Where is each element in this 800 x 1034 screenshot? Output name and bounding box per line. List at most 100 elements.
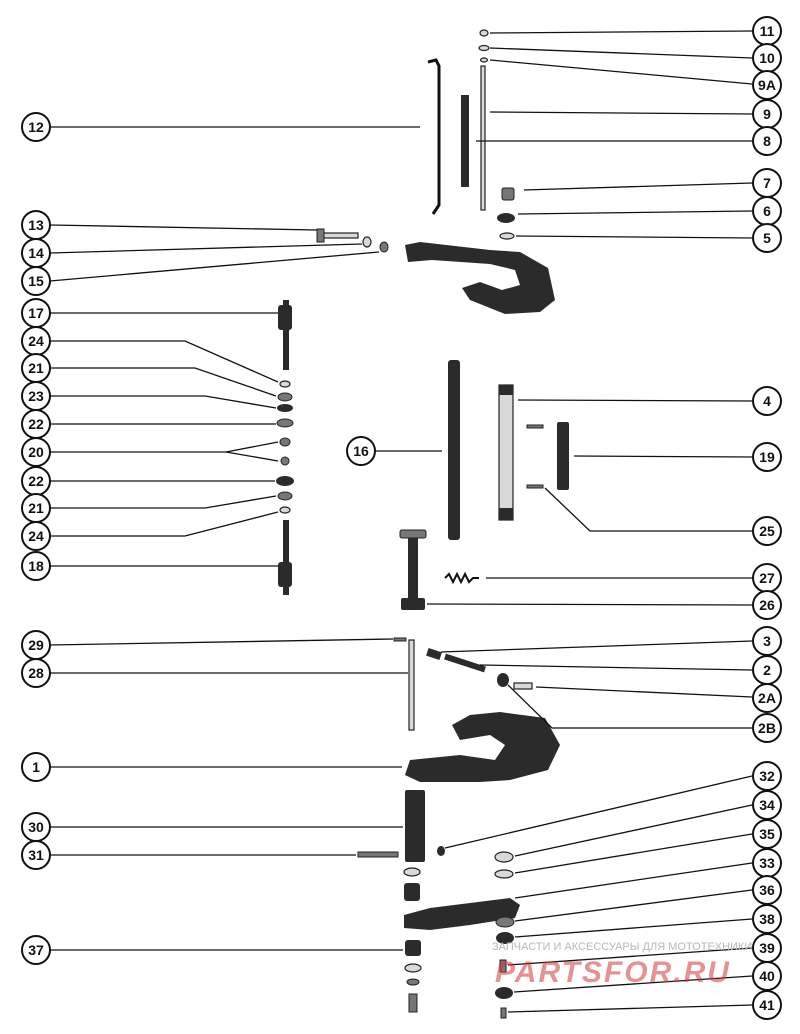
callout-31[interactable]: 31	[21, 840, 51, 870]
svg-text:1: 1	[32, 759, 40, 775]
part-rod-17-end	[278, 305, 292, 330]
svg-text:38: 38	[759, 911, 775, 927]
svg-text:14: 14	[28, 245, 44, 261]
callout-21-lower[interactable]: 21	[21, 493, 51, 523]
callout-16[interactable]: 16	[346, 436, 376, 466]
callout-22-lower[interactable]: 22	[21, 466, 51, 496]
callout-24-lower[interactable]: 24	[21, 521, 51, 551]
svg-text:39: 39	[759, 940, 775, 956]
svg-text:4: 4	[763, 393, 771, 409]
svg-text:23: 23	[28, 388, 44, 404]
callout-2[interactable]: 2	[752, 655, 782, 685]
callout-15[interactable]: 15	[21, 266, 51, 296]
part-spindle-26	[408, 538, 418, 600]
svg-text:7: 7	[763, 175, 771, 191]
part-bent-rod-12	[427, 58, 441, 215]
callout-8[interactable]: 8	[752, 126, 782, 156]
part-bushing-7	[501, 187, 515, 201]
callout-2a[interactable]: 2A	[752, 683, 782, 713]
callout-30[interactable]: 30	[21, 812, 51, 842]
part-bolt-lower	[408, 993, 418, 1013]
callout-14[interactable]: 14	[21, 238, 51, 268]
part-washer-lower-b	[406, 978, 420, 986]
callout-41[interactable]: 41	[752, 990, 782, 1020]
callout-33[interactable]: 33	[752, 848, 782, 878]
part-washer-lower-a	[404, 963, 422, 973]
callout-22-upper[interactable]: 22	[21, 409, 51, 439]
callout-10[interactable]: 10	[752, 43, 782, 73]
part-pin-25b	[526, 484, 544, 489]
part-bolt-13	[321, 232, 359, 239]
svg-text:22: 22	[28, 473, 44, 489]
watermark: ЗАПЧАСТИ И АКСЕССУАРЫ ДЛЯ МОТОТЕХНИКИ PA…	[492, 941, 752, 989]
svg-text:37: 37	[28, 942, 44, 958]
svg-text:31: 31	[28, 847, 44, 863]
callout-26[interactable]: 26	[752, 590, 782, 620]
part-screw-41	[500, 1007, 507, 1019]
callout-38[interactable]: 38	[752, 904, 782, 934]
part-pin-29	[393, 637, 407, 642]
callout-28[interactable]: 28	[21, 658, 51, 688]
callout-27[interactable]: 27	[752, 563, 782, 593]
callout-4[interactable]: 4	[752, 386, 782, 416]
callout-37[interactable]: 37	[21, 935, 51, 965]
parts-group	[276, 29, 569, 1019]
callout-9a[interactable]: 9A	[752, 70, 782, 100]
callout-5[interactable]: 5	[752, 223, 782, 253]
part-pin-25a	[526, 424, 544, 429]
part-rod-18-end	[278, 562, 292, 587]
callout-35[interactable]: 35	[752, 819, 782, 849]
callout-2b[interactable]: 2B	[752, 713, 782, 743]
callout-39[interactable]: 39	[752, 933, 782, 963]
part-rod-2	[444, 653, 486, 673]
svg-text:33: 33	[759, 855, 775, 871]
callout-3[interactable]: 3	[752, 626, 782, 656]
part-lower-bracket-1	[405, 712, 560, 782]
callout-17[interactable]: 17	[21, 298, 51, 328]
svg-text:2: 2	[763, 662, 771, 678]
callout-9[interactable]: 9	[752, 99, 782, 129]
part-tiller-arm-33	[404, 898, 520, 930]
part-shaft-16	[448, 360, 460, 540]
watermark-caption: ЗАПЧАСТИ И АКСЕССУАРЫ ДЛЯ МОТОТЕХНИКИ	[492, 941, 752, 953]
svg-text:2B: 2B	[758, 720, 776, 736]
part-spindle-26-top	[399, 529, 427, 539]
svg-text:32: 32	[759, 768, 775, 784]
callout-21-upper[interactable]: 21	[21, 353, 51, 383]
svg-text:29: 29	[28, 637, 44, 653]
svg-text:21: 21	[28, 360, 44, 376]
svg-text:27: 27	[759, 570, 775, 586]
callout-29[interactable]: 29	[21, 630, 51, 660]
part-bushing-left	[404, 883, 420, 901]
callout-18[interactable]: 18	[21, 551, 51, 581]
svg-text:17: 17	[28, 305, 44, 321]
part-tube-4-top	[499, 385, 513, 395]
part-washer-21b	[277, 491, 293, 501]
svg-text:9A: 9A	[758, 77, 776, 93]
callout-19[interactable]: 19	[752, 442, 782, 472]
callout-11[interactable]: 11	[752, 16, 782, 46]
svg-text:15: 15	[28, 273, 44, 289]
svg-text:21: 21	[28, 500, 44, 516]
part-bolt-39	[499, 959, 507, 973]
callout-12[interactable]: 12	[21, 112, 51, 142]
callout-23[interactable]: 23	[21, 381, 51, 411]
svg-text:34: 34	[759, 797, 775, 813]
svg-text:40: 40	[759, 968, 775, 984]
callout-25[interactable]: 25	[752, 516, 782, 546]
part-nut-22b	[276, 476, 294, 486]
callout-1[interactable]: 1	[21, 752, 51, 782]
callout-34[interactable]: 34	[752, 790, 782, 820]
svg-text:6: 6	[763, 203, 771, 219]
callout-13[interactable]: 13	[21, 210, 51, 240]
callout-6[interactable]: 6	[752, 196, 782, 226]
callout-24-upper[interactable]: 24	[21, 326, 51, 356]
callout-20[interactable]: 20	[21, 437, 51, 467]
callout-7[interactable]: 7	[752, 168, 782, 198]
callout-36[interactable]: 36	[752, 875, 782, 905]
callout-32[interactable]: 32	[752, 761, 782, 791]
part-rod-18	[283, 520, 289, 595]
part-washer-21a	[277, 392, 293, 402]
callout-40[interactable]: 40	[752, 961, 782, 991]
part-washer-24a	[279, 380, 291, 388]
